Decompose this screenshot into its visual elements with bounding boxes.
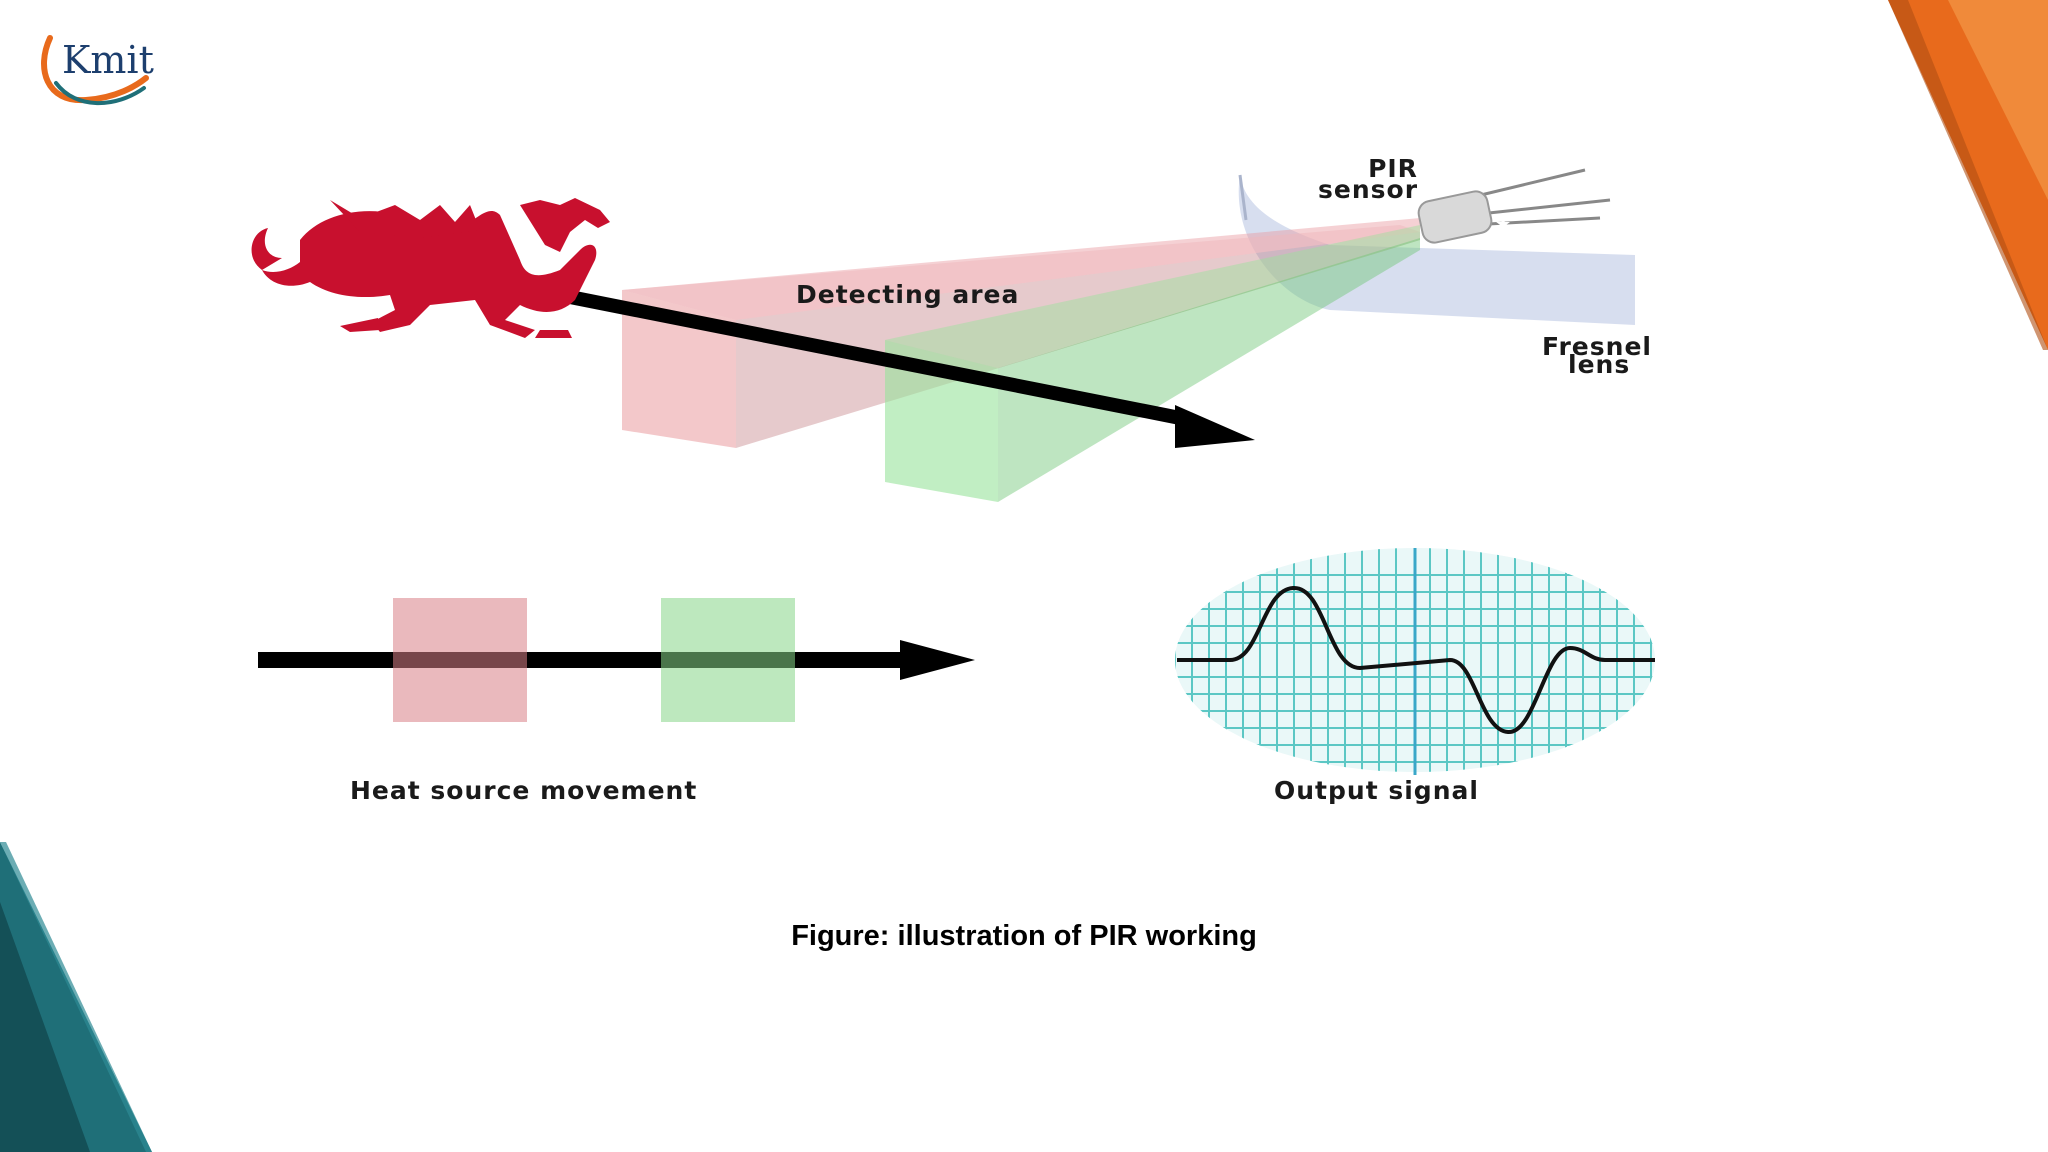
svg-text:★: ★: [1495, 214, 1511, 235]
pir-label-line1: PIR: [1368, 154, 1418, 183]
output-signal-graph: [1175, 548, 1655, 775]
pir-sensor-icon: ★: [1417, 168, 1611, 244]
corner-decoration-bottom-left: [0, 842, 152, 1152]
fresnel-lens: [1238, 174, 1635, 325]
heat-source-movement-label: Heat source movement: [350, 776, 698, 805]
corner-decoration-top-right: [1888, 0, 2048, 350]
movement-arrow-3d: [558, 288, 1255, 448]
logo-text: Kmit: [62, 38, 154, 82]
detecting-zone-green: [885, 225, 1420, 502]
heat-source-movement: [258, 598, 975, 722]
output-signal-label: Output signal: [1274, 776, 1479, 805]
detecting-area-label: Detecting area: [796, 280, 1020, 309]
pir-label-line2: sensor: [1318, 175, 1419, 204]
kmit-logo: Kmit: [36, 28, 166, 118]
fresnel-label-line1: Fresnel: [1542, 332, 1652, 361]
logo-swoosh-icon: [41, 35, 149, 106]
fresnel-label-line2: lens: [1568, 350, 1631, 379]
dragon-icon: [251, 198, 610, 338]
figure-caption: Figure: illustration of PIR working: [791, 920, 1257, 952]
